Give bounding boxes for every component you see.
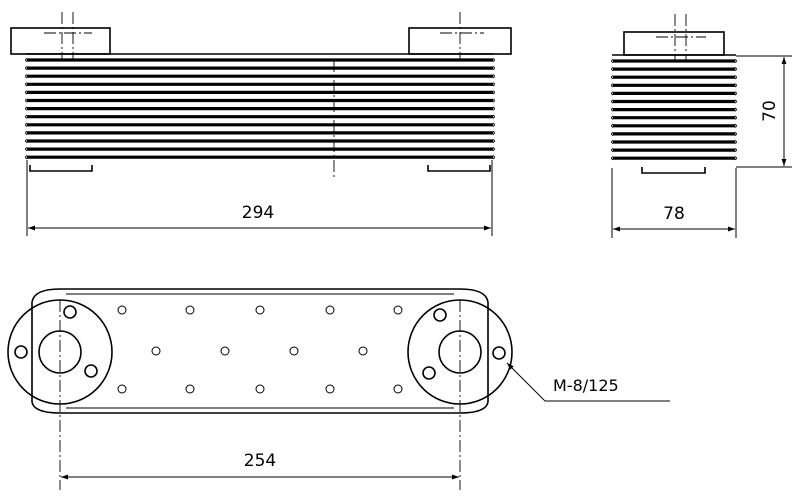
side-flange [623, 31, 725, 56]
core-hole [151, 346, 161, 356]
length-dimension-label: 294 [242, 203, 274, 223]
front-fin-stack [25, 57, 495, 160]
front-fin-end [25, 114, 495, 119]
thread-leader-line [506, 362, 546, 402]
front-fin-end [25, 82, 495, 87]
core-hole [358, 346, 368, 356]
height-dimension: 70 [736, 55, 792, 168]
thread-note-label: M-8/125 [553, 376, 619, 395]
core-hole [117, 384, 127, 394]
side-fin-end [611, 58, 737, 64]
core-hole [185, 305, 195, 315]
core-hole [289, 346, 299, 356]
front-fin-end [25, 155, 495, 160]
front-fin-end [25, 98, 495, 103]
front-fin-end [25, 90, 495, 95]
bolt-hole [63, 305, 77, 319]
bolt-hole [422, 366, 436, 380]
core-hole [220, 346, 230, 356]
core-hole [185, 384, 195, 394]
core-hole [393, 305, 403, 315]
top-body-outline [31, 288, 489, 414]
side-fin-end [611, 123, 737, 128]
front-fin-end [25, 106, 495, 111]
side-view [611, 14, 737, 174]
hole-spacing-dimension: 254 [59, 300, 461, 490]
front-view [10, 12, 512, 180]
front-fin-end [25, 57, 495, 63]
length-dimension: 294 [26, 160, 493, 236]
flange-bolt-holes [14, 305, 506, 380]
core-hole [117, 305, 127, 315]
side-fin-end [611, 115, 737, 120]
side-fin-end [611, 107, 737, 112]
front-fin-end [25, 130, 495, 135]
front-fin-end [25, 74, 495, 79]
height-dimension-label: 70 [760, 100, 780, 122]
side-fin-end [611, 156, 737, 161]
front-fin-end [25, 138, 495, 144]
core-hole [325, 384, 335, 394]
core-hole [325, 305, 335, 315]
side-fin-end [611, 75, 737, 80]
side-foot [641, 167, 706, 174]
spacing-dimension-label: 254 [244, 451, 276, 471]
side-fin-end [611, 148, 737, 153]
front-fin-end [25, 66, 495, 71]
thread-note: M-8/125 [506, 362, 670, 402]
top-view [7, 288, 513, 414]
side-fin-end [611, 139, 737, 145]
bolt-hole [492, 346, 506, 360]
core-holes [117, 305, 403, 394]
front-fin-end [25, 147, 495, 152]
depth-dimension: 78 [611, 168, 737, 238]
side-fin-end [611, 91, 737, 96]
side-fin-end [611, 67, 737, 72]
bolt-hole [84, 364, 98, 378]
side-fin-stack [611, 58, 737, 161]
front-right-foot [427, 165, 491, 172]
bolt-hole [433, 308, 447, 322]
top-body-inner-edge [66, 293, 454, 409]
side-fin-end [611, 99, 737, 104]
front-left-flange [10, 27, 111, 55]
core-hole [255, 384, 265, 394]
side-fin-end [611, 83, 737, 88]
front-fin-end [25, 122, 495, 127]
bolt-hole [14, 345, 28, 359]
depth-dimension-label: 78 [663, 204, 685, 224]
side-fin-end [611, 131, 737, 136]
core-hole [255, 305, 265, 315]
core-hole [393, 384, 403, 394]
front-left-foot [29, 165, 93, 172]
